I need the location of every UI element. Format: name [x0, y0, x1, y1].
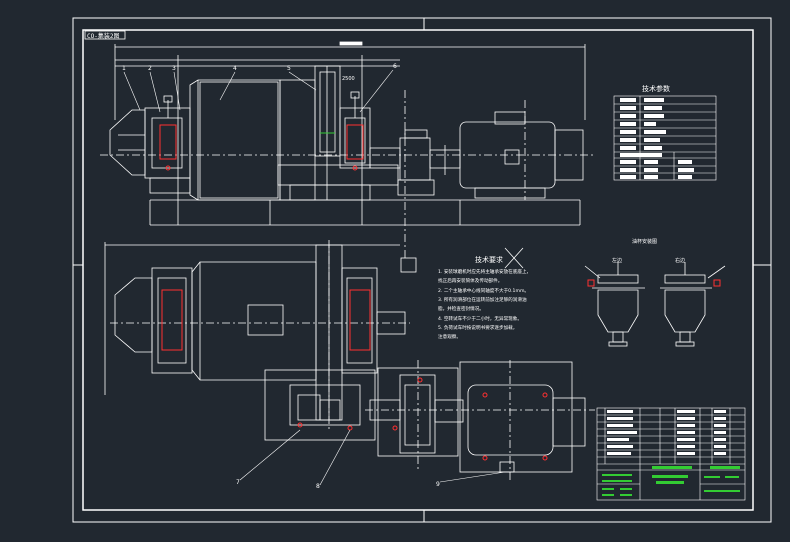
sheet-border — [72, 17, 772, 523]
tech-requirements: 技术要求 1. 安装球磨机时应先将主轴承安放在底座上， 找正后再安装筒体及传动部… — [438, 255, 531, 340]
callout-6: 6 — [393, 63, 397, 70]
tech-req-line-3: 2. 二个主轴承中心线同轴度不大于0.1mm。 — [438, 287, 529, 294]
callout-9: 9 — [436, 481, 440, 488]
drawing-code: CO-集装2图 — [87, 32, 119, 40]
elevation-callouts: 1 2 3 4 5 6 2500 — [122, 63, 397, 113]
elevation-accents — [159, 124, 364, 171]
callout-2: 2 — [148, 65, 152, 72]
tech-req-line-6: 4. 空转试车不少于二小时，无异常现象。 — [438, 315, 522, 322]
dim-center: 2500 — [342, 76, 355, 82]
tech-req-line-2: 找正后再安装筒体及传动部件。 — [438, 277, 502, 284]
tech-req-line-7: 5. 负荷试车时按说明书要求逐步加载， — [438, 324, 517, 331]
callout-4: 4 — [233, 65, 237, 72]
oil-cup-right-label: 右边 — [675, 257, 685, 264]
callout-7: 7 — [236, 479, 240, 486]
tech-req-line-5: 脂，并检查密封情况。 — [438, 305, 484, 312]
tech-params-table: 技术参数 — [613, 84, 717, 181]
oil-cup-title: 油杯安装图 — [632, 238, 657, 245]
callout-1: 1 — [122, 65, 126, 72]
title-block — [596, 407, 746, 501]
tech-params-title: 技术参数 — [642, 84, 670, 93]
tech-req-line-8: 注意观察。 — [438, 333, 461, 340]
callout-8: 8 — [316, 483, 320, 490]
oil-cup-detail: 油杯安装图 左边 右边 — [584, 238, 726, 347]
plan-accents — [161, 289, 548, 461]
callout-3: 3 — [172, 65, 176, 72]
section-marker — [400, 247, 524, 273]
tech-req-line-4: 3. 所有润滑部位在运转前加注足够的润滑油 — [438, 296, 527, 303]
oil-cup-left-label: 左边 — [612, 257, 622, 264]
callout-5: 5 — [287, 65, 291, 72]
drawing-code-box: CO-集装2图 — [84, 30, 126, 40]
plan-view — [104, 240, 595, 480]
tech-req-line-1: 1. 安装球磨机时应先将主轴承安放在底座上， — [438, 268, 531, 275]
elevation-view — [100, 41, 595, 258]
tech-req-title: 技术要求 — [475, 255, 503, 264]
plan-callouts: 7 8 9 — [236, 429, 506, 490]
